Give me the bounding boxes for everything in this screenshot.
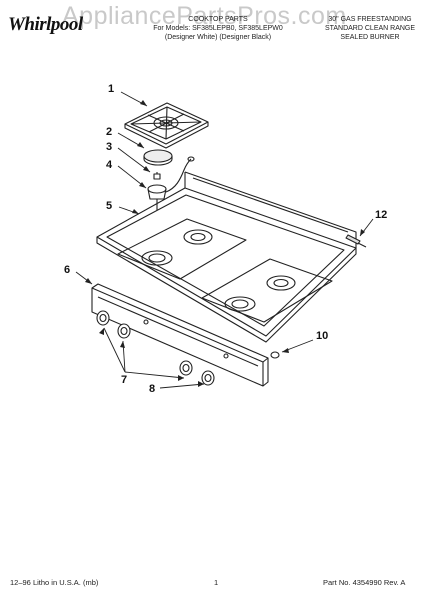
- knob-4: [201, 370, 215, 386]
- callout-7: 7: [121, 374, 128, 386]
- callout-6: 6: [64, 264, 71, 276]
- igniter-electrode-part: [345, 234, 367, 248]
- litho-text: 12–96 Litho in U.S.A. (mb): [10, 578, 99, 587]
- callout-5: 5: [106, 200, 113, 212]
- leader-lines: [75, 91, 374, 389]
- part-number: Part No. 4354990 Rev. A: [323, 578, 406, 587]
- desc-line-3: SEALED BURNER: [340, 34, 400, 41]
- clip-part: [270, 351, 280, 359]
- control-knobs-part: [96, 310, 229, 386]
- control-panel-part: [91, 283, 269, 387]
- page-number: 1: [214, 578, 219, 587]
- burner-grate-part: [124, 102, 209, 149]
- callout-8: 8: [149, 383, 156, 395]
- knob-3: [179, 360, 193, 376]
- knob-2: [117, 323, 131, 339]
- whirlpool-logo: Whirlpool: [8, 14, 83, 35]
- callout-12: 12: [375, 209, 388, 221]
- title-line-1: COOKTOP PARTS: [188, 16, 248, 23]
- title-line-3: (Designer White) (Designer Black): [164, 34, 272, 41]
- desc-line-1: 30" GAS FREESTANDING: [328, 16, 412, 23]
- callout-3: 3: [106, 141, 113, 153]
- main-cooktop-part: [96, 171, 357, 343]
- callout-4: 4: [106, 159, 113, 171]
- orifice-part: [153, 156, 195, 180]
- watermark-text: AppliancePartsPros.com: [62, 2, 347, 30]
- callout-1: 1: [108, 83, 115, 95]
- callout-10: 10: [316, 330, 329, 342]
- knob-1: [96, 310, 110, 326]
- burner-base-part: [147, 158, 192, 210]
- range-description: 30" GAS FREESTANDING STANDARD CLEAN RANG…: [320, 15, 420, 42]
- callout-2: 2: [106, 126, 113, 138]
- diagram-title: COOKTOP PARTS For Models: SF385LEPB0, SF…: [138, 15, 298, 42]
- burner-cap-part: [143, 149, 173, 166]
- leader-arrowheads: [85, 100, 365, 387]
- title-line-2: For Models: SF385LEPB0, SF385LEPW0: [153, 25, 283, 32]
- desc-line-2: STANDARD CLEAN RANGE: [324, 25, 416, 32]
